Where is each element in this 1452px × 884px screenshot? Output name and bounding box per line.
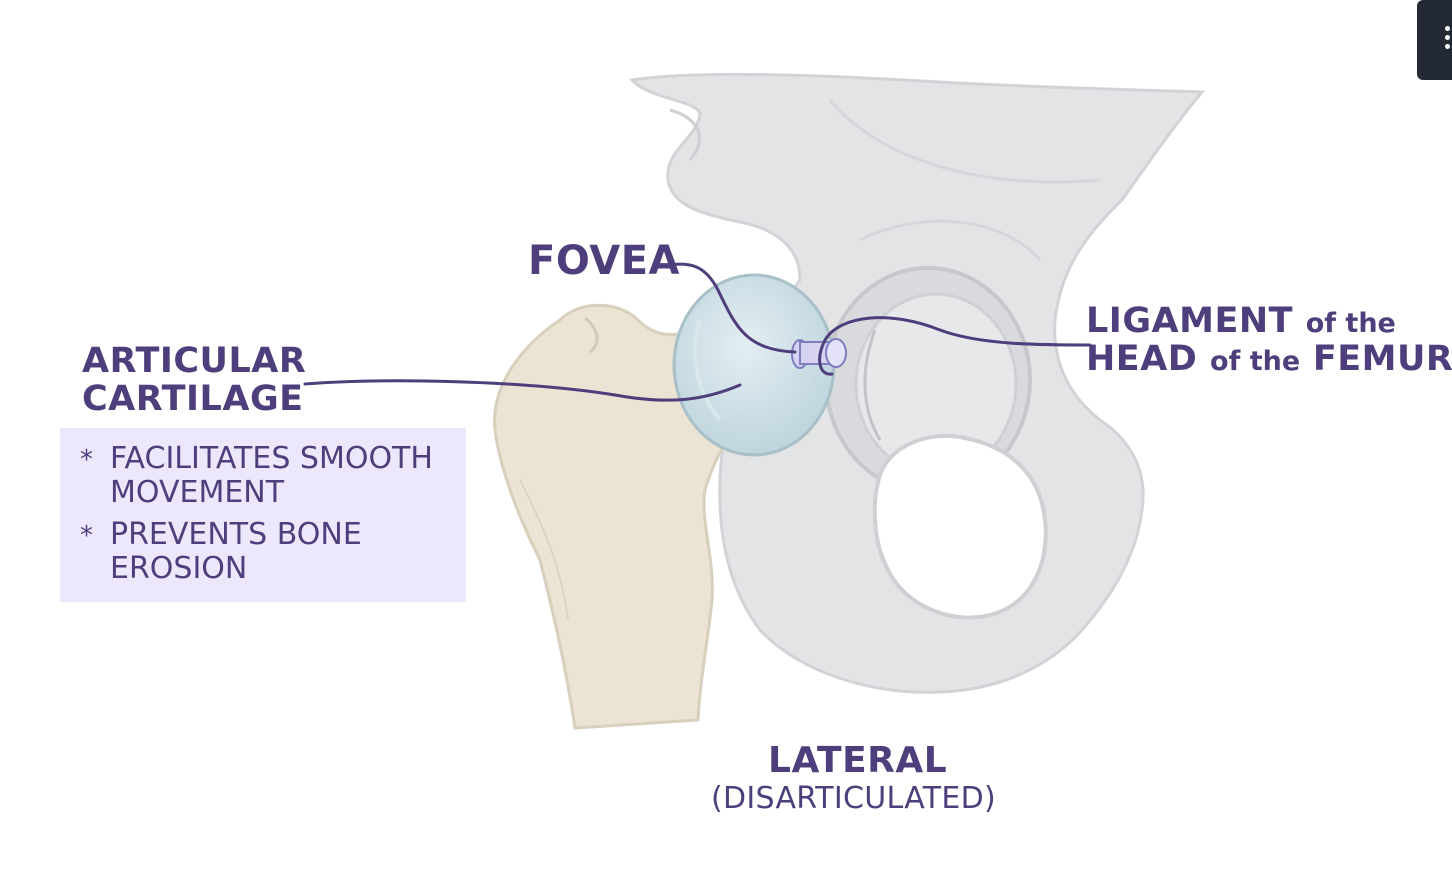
of-the-text: of the <box>1210 345 1301 377</box>
bullet-asterisk: * <box>80 445 93 475</box>
articular-cartilage-label: ARTICULAR CARTILAGE <box>82 341 307 419</box>
head-word: HEAD <box>1086 338 1198 379</box>
ligament-label-line-1: LIGAMENT of the <box>1086 301 1452 341</box>
note-item: * PREVENTS BONE EROSION <box>80 518 362 585</box>
femur-bone <box>493 303 742 730</box>
view-label: LATERAL <box>768 740 948 781</box>
ligament-leader-line <box>818 316 1092 376</box>
ligament-label-line-2: HEAD of the FEMUR <box>1086 338 1452 379</box>
note-item: * FACILITATES SMOOTH MOVEMENT <box>80 442 433 509</box>
femur-word: FEMUR <box>1312 338 1452 379</box>
note-text: PREVENTS BONE EROSION <box>110 517 362 586</box>
fovea-leader-line <box>666 262 797 354</box>
articular-cartilage-leader-line <box>303 379 742 402</box>
obturator-foramen <box>872 433 1048 620</box>
pelvis-bone <box>629 72 1206 694</box>
cartilage-function-notes <box>60 428 466 602</box>
more-options-button[interactable] <box>1417 0 1452 80</box>
ligament-word: LIGAMENT <box>1086 301 1294 341</box>
more-vertical-icon <box>1445 26 1451 52</box>
fovea-label: FOVEA <box>528 238 680 284</box>
note-text: FACILITATES SMOOTH MOVEMENT <box>110 441 433 510</box>
view-sublabel: (DISARTICULATED) <box>711 781 996 816</box>
ligament-of-head-of-femur-label: LIGAMENT of the HEAD of the FEMUR <box>1086 301 1452 379</box>
ligament-shape <box>791 338 847 369</box>
bullet-asterisk: * <box>80 521 93 551</box>
of-the-text: of the <box>1305 308 1396 339</box>
